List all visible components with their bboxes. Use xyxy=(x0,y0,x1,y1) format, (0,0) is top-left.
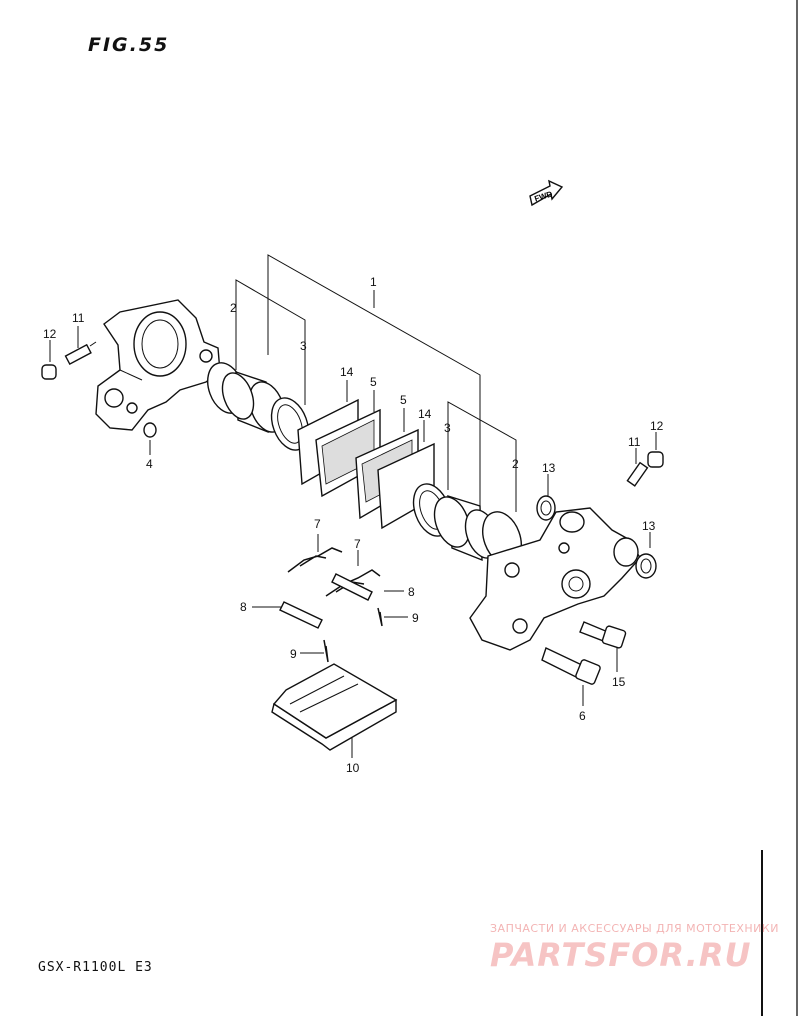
leader-lines xyxy=(49,254,657,758)
o-ring-13-right xyxy=(635,553,657,579)
callout-8b: 8 xyxy=(408,585,415,599)
pad-pin-8b xyxy=(331,573,373,601)
callout-6: 6 xyxy=(579,709,586,723)
watermark-tagline: ЗАПЧАСТИ И АКСЕССУАРЫ ДЛЯ МОТОТЕХНИКИ xyxy=(490,922,779,935)
fwd-arrow-icon: FWD xyxy=(529,179,564,207)
callout-13a: 13 xyxy=(542,461,556,475)
callout-10: 10 xyxy=(346,761,360,775)
callout-11b: 11 xyxy=(628,435,641,449)
callout-14b: 14 xyxy=(418,407,432,421)
callout-9a: 9 xyxy=(412,611,419,625)
callout-12a: 12 xyxy=(43,327,57,341)
washer-4 xyxy=(143,422,157,438)
watermark-logo: PARTSFOR.RU xyxy=(490,936,752,974)
caliper-right-body xyxy=(469,507,641,651)
callout-12b: 12 xyxy=(650,419,664,433)
callout-9b: 9 xyxy=(290,647,297,661)
callout-7b: 7 xyxy=(354,537,361,551)
figure-title: FIG.55 xyxy=(88,34,170,56)
callout-8a: 8 xyxy=(240,600,247,614)
callout-3b: 3 xyxy=(444,421,451,435)
callout-5b: 5 xyxy=(400,393,407,407)
callout-5a: 5 xyxy=(370,375,377,389)
o-ring-13-left xyxy=(536,495,556,521)
pin-clip-9a xyxy=(377,607,383,627)
caliper-bolt-15 xyxy=(579,621,627,649)
caliper-cover-10 xyxy=(271,663,398,751)
piston-left xyxy=(221,371,286,434)
bleeder-valve-left xyxy=(64,341,97,365)
callout-2a: 2 xyxy=(230,301,237,315)
bleeder-cap-left xyxy=(41,364,57,380)
svg-text:FWD: FWD xyxy=(533,189,553,203)
callout-1: 1 xyxy=(370,275,377,289)
caliper-bolt-6 xyxy=(541,647,601,685)
callout-3a: 3 xyxy=(300,339,307,353)
callout-7a: 7 xyxy=(314,517,321,531)
callout-13b: 13 xyxy=(642,519,656,533)
callout-11a: 11 xyxy=(72,311,85,325)
callout-2b: 2 xyxy=(512,457,519,471)
pad-pin-8a xyxy=(279,601,323,629)
callout-4: 4 xyxy=(146,457,153,471)
callout-labels: 1 2 3 14 5 5 14 3 2 11 12 4 13 11 12 13 … xyxy=(43,275,664,775)
callout-14a: 14 xyxy=(340,365,354,379)
caliper-left-body xyxy=(95,299,221,431)
bleeder-valve-right xyxy=(626,461,649,487)
pad-spring-7a xyxy=(287,547,343,573)
model-code: GSX-R1100L E3 xyxy=(38,960,153,975)
bleeder-cap-right xyxy=(647,451,664,468)
pin-clip-9b xyxy=(323,639,329,663)
brake-pad-left xyxy=(315,408,381,498)
callout-15: 15 xyxy=(612,675,626,689)
